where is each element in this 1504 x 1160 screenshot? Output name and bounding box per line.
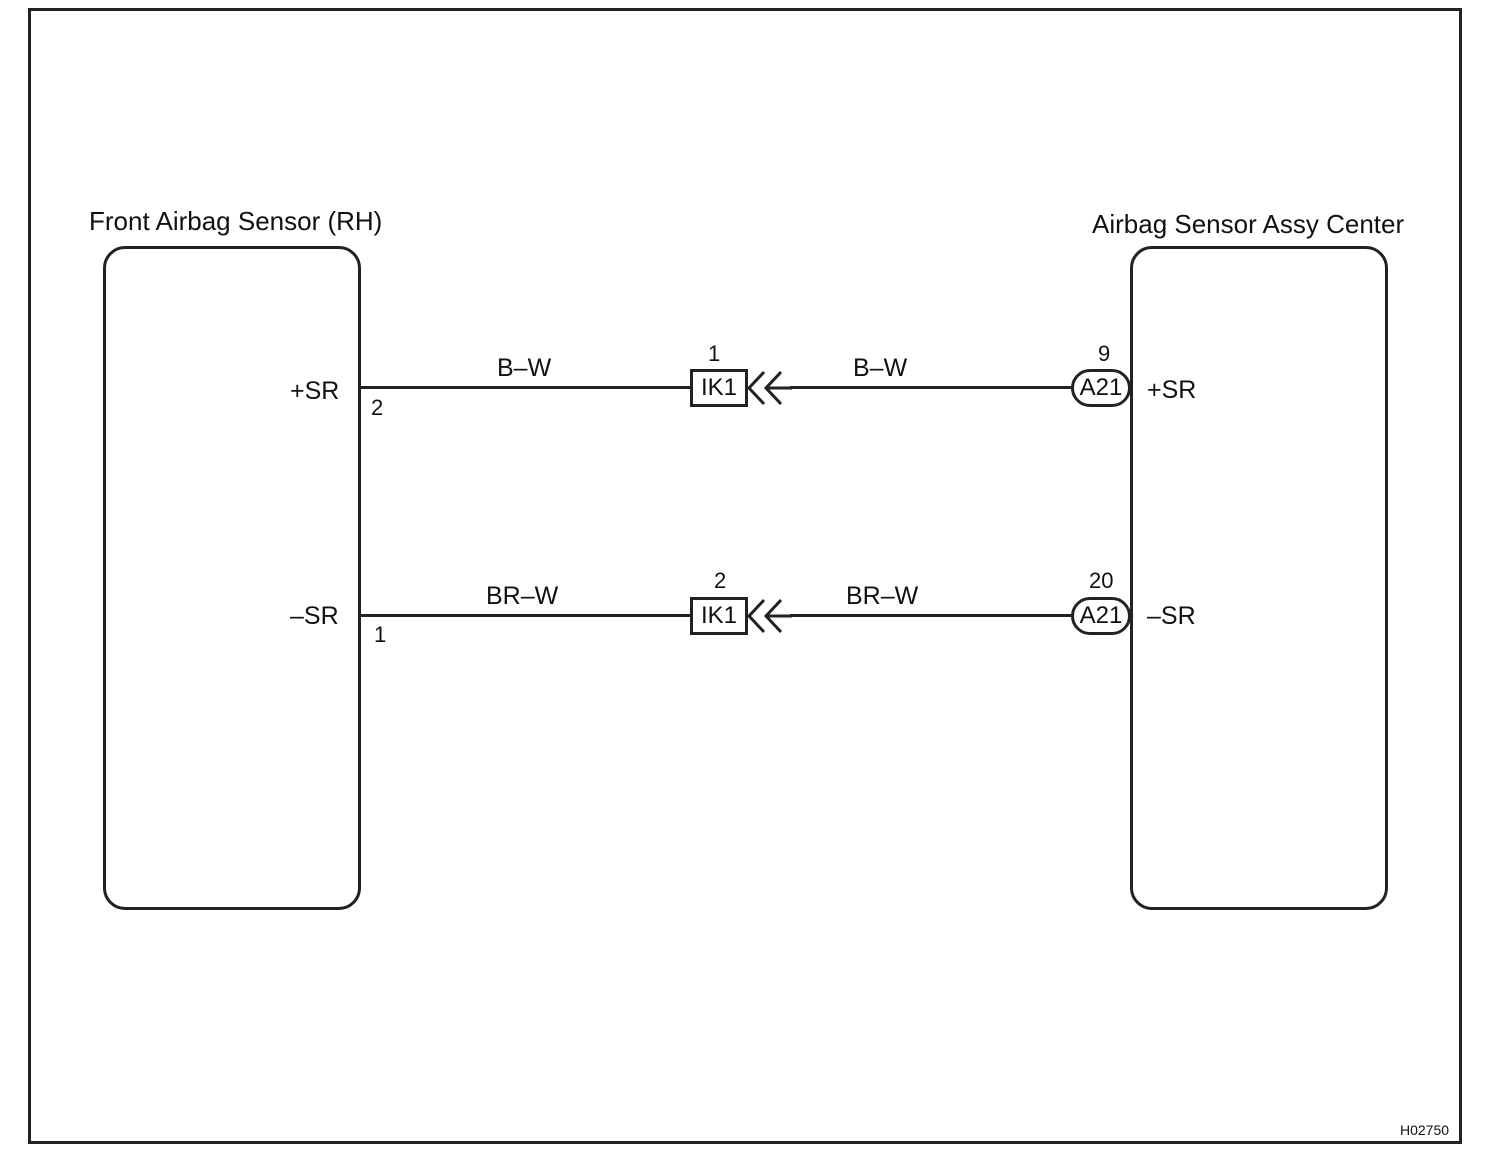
wire-color-plus-sr-left: B–W — [497, 354, 552, 382]
right-terminal-plus-sr: +SR — [1147, 376, 1197, 404]
wire-minus-sr-right — [790, 614, 1074, 617]
wire-plus-sr-right — [790, 386, 1074, 389]
junction-pin-1: 1 — [708, 341, 721, 366]
wire-color-minus-sr-right: BR–W — [846, 582, 919, 610]
junction-connector-ik1-bottom: IK1 — [690, 597, 748, 635]
wire-minus-sr-left — [361, 614, 692, 617]
left-component-title: Front Airbag Sensor (RH) — [89, 206, 383, 236]
junction-connector-ik1-top: IK1 — [690, 369, 748, 407]
connector-a21-top: A21 — [1071, 369, 1131, 407]
left-pin-minus-sr: 1 — [374, 622, 387, 647]
right-pin-minus-sr: 20 — [1089, 568, 1114, 593]
front-airbag-sensor-box — [103, 246, 361, 910]
junction-pin-2: 2 — [714, 568, 727, 593]
connector-a21-bottom: A21 — [1071, 597, 1131, 635]
wire-plus-sr-left — [361, 386, 692, 389]
wire-color-minus-sr-left: BR–W — [486, 582, 559, 610]
left-terminal-plus-sr: +SR — [290, 377, 340, 405]
airbag-sensor-center-box — [1130, 246, 1388, 910]
connector-chevron-icon — [746, 370, 792, 406]
right-pin-plus-sr: 9 — [1098, 341, 1111, 366]
right-terminal-minus-sr: –SR — [1147, 602, 1196, 630]
wire-color-plus-sr-right: B–W — [853, 354, 908, 382]
diagram-frame — [28, 8, 1462, 1144]
connector-chevron-icon — [746, 598, 792, 634]
left-pin-plus-sr: 2 — [371, 395, 384, 420]
left-terminal-minus-sr: –SR — [290, 602, 339, 630]
figure-code: H02750 — [1400, 1122, 1450, 1138]
right-component-title: Airbag Sensor Assy Center — [1092, 209, 1405, 239]
